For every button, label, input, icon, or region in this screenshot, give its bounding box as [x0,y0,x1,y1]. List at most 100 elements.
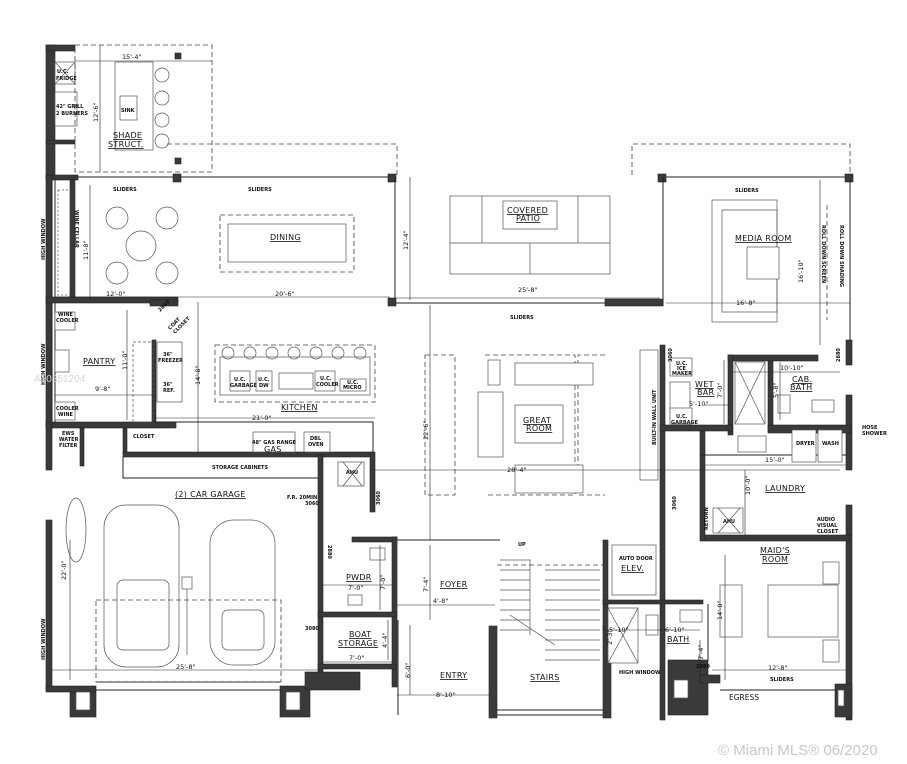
note-grill: 2 BURNERS [56,111,88,117]
dim-laundry-depth: 10'-0" [744,475,752,495]
note-door-2880: 2880 [326,545,332,559]
labels: U.C. FRIDGE 42" GRILL 2 BURNERS SINK SHA… [41,53,887,702]
outdoor-kitchen [45,44,398,178]
note-uc-dw: U.C. [258,377,270,383]
note-uc-garbage: U.C. [234,377,246,383]
note-sink: SINK [121,108,136,114]
watermark-listing-id: A10851204 [34,374,86,385]
dim-boat-depth: 4'-4" [381,633,389,648]
dim-cab-depth: 5'-8" [772,383,780,398]
dim-pwdr-width: 7'-0" [348,584,363,592]
note-return: RETURN [704,507,710,530]
note-cooler-wine: COOLER [56,406,79,412]
room-label-garage: (2) CAR GARAGE [175,490,246,499]
note-uc-garbage: GARBAGE [671,420,699,426]
note-grill: 42" GRILL [56,104,84,110]
room-label-shade-struct: STRUCT. [108,140,144,149]
dim-great-depth: 22'-6" [422,420,430,440]
note-door-2880: 2880 [696,664,710,670]
note-roll-down-shading: ROLL DOWN SHADING [838,225,844,287]
note-up: UP [518,542,526,548]
dim-entry-depth: 6'-0" [404,663,412,678]
note-uc-cooler: U.C. [320,376,332,382]
note-wash: WASH [822,441,839,447]
note-cooler-wine: WINE [58,412,74,418]
dim-media-width: 16'-8" [736,299,756,307]
note-storage-cabinets: STORAGE CABINETS [212,465,268,471]
dim-boat-width: 7'-0" [349,654,364,662]
note-audio-visual-closet: AUDIO [817,517,835,523]
dim-dining-w2: 20'-6" [275,290,295,298]
dim-maids-depth: 14'-0" [716,600,724,620]
note-freezer: 36" [163,352,173,358]
dim-pwdr-depth: 7'-0" [379,575,387,590]
note-uc-fridge: FRIDGE [56,76,77,82]
note-ref: 36" [163,382,173,388]
room-label-covered-patio: PATIO [516,214,540,223]
note-gas-range: 48" GAS RANGE [252,440,297,446]
room-label-kitchen: KITCHEN [281,403,318,412]
walls [45,143,854,721]
dim-great-width: 28'-4" [507,466,527,474]
note-uc-ice-maker: U.C. [676,361,688,367]
note-ews: WATER [59,437,79,443]
note-uc-cooler: COOLER [316,382,339,388]
note-wine-cellar: WINE CELLAR [73,210,79,248]
dim-maids-width: 12'-8" [768,664,788,672]
note-hose-shower: HOSE [862,425,878,431]
note-fr-20min: F.R. 20MIN [287,495,317,501]
note-sliders: SLIDERS [248,187,272,193]
note-audio-visual-closet: CLOSET [817,529,839,535]
note-sliders: SLIDERS [113,187,137,193]
note-roll-down-screen: ROLL DOWN SCREEN [820,225,826,283]
note-built-in-wall-unit: BUILT-IN WALL UNIT [652,389,658,445]
dim-dining-depth: 11'-8" [82,240,90,260]
note-door-3060: 3060 [672,496,678,510]
note-dryer: DRYER [796,441,815,447]
room-label-cab-bath: BATH [790,383,812,392]
room-label-cab-bath: CAB. [792,375,812,384]
room-label-media-room: MEDIA ROOM [735,234,792,243]
dim-foyer-depth: 7'-4" [422,577,430,592]
room-label-covered-patio: COVERED [507,206,548,215]
dim-wetbar-depth: 7'-0" [716,383,724,398]
dim-laundry-width: 15'-0" [765,456,785,464]
room-label-entry: ENTRY [440,671,467,680]
note-door-3060: 3060 [376,491,382,505]
dim-entry-width: 8'-10" [436,691,456,699]
room-label-boat-storage: BOAT [349,630,371,639]
dim-shade-width: 15'-4" [122,53,142,61]
note-uc-micro: U.C. [347,380,359,386]
furniture [54,189,843,683]
room-label-shade-struct: SHADE [113,131,142,140]
note-uc-fridge: U.C. [57,69,69,75]
note-ews: EWS [62,431,75,437]
note-wine-cooler: WINE [58,312,74,318]
dim-pantry-width: 9'-8" [95,385,110,393]
room-label-great-room: GREAT [523,416,551,425]
watermark-copyright: © Miami MLS® 06/2020 [718,742,878,759]
dim-kitchen-width: 21'-0" [252,414,272,422]
room-label-boat-storage: STORAGE [338,639,378,648]
note-uc-dw: DW [259,383,269,389]
note-door-2880: 2880 [836,348,842,362]
room-label-great-room: ROOM [526,424,552,433]
dim-patio-depth: 12'-4" [402,230,410,250]
dimension-lines [52,177,850,696]
note-dbl-oven: DBL [310,436,322,442]
note-gas: GAS [264,445,282,454]
note-audio-visual-closet: VISUAL [817,523,838,529]
note-uc-ice-maker: MAKER [672,371,692,377]
dim-dining-w1: 12'-0" [106,290,126,298]
note-uc-garbage: GARBAGE [230,383,258,389]
dim-shower-depth: 2'-3" [606,630,614,645]
note-high-window: HIGH WINDOW [619,670,661,676]
note-ahu: AHU [346,470,358,476]
note-hose-shower: SHOWER [862,431,887,437]
note-high-window: HIGH WINDOW [41,218,47,260]
note-high-window: HIGH WINDOW [41,618,47,660]
dim-bath-width: 6'-10" [665,626,685,634]
note-egress: EGRESS [729,693,759,702]
note-ahu: AHU [723,519,735,525]
note-auto-door: AUTO DOOR [619,556,653,562]
